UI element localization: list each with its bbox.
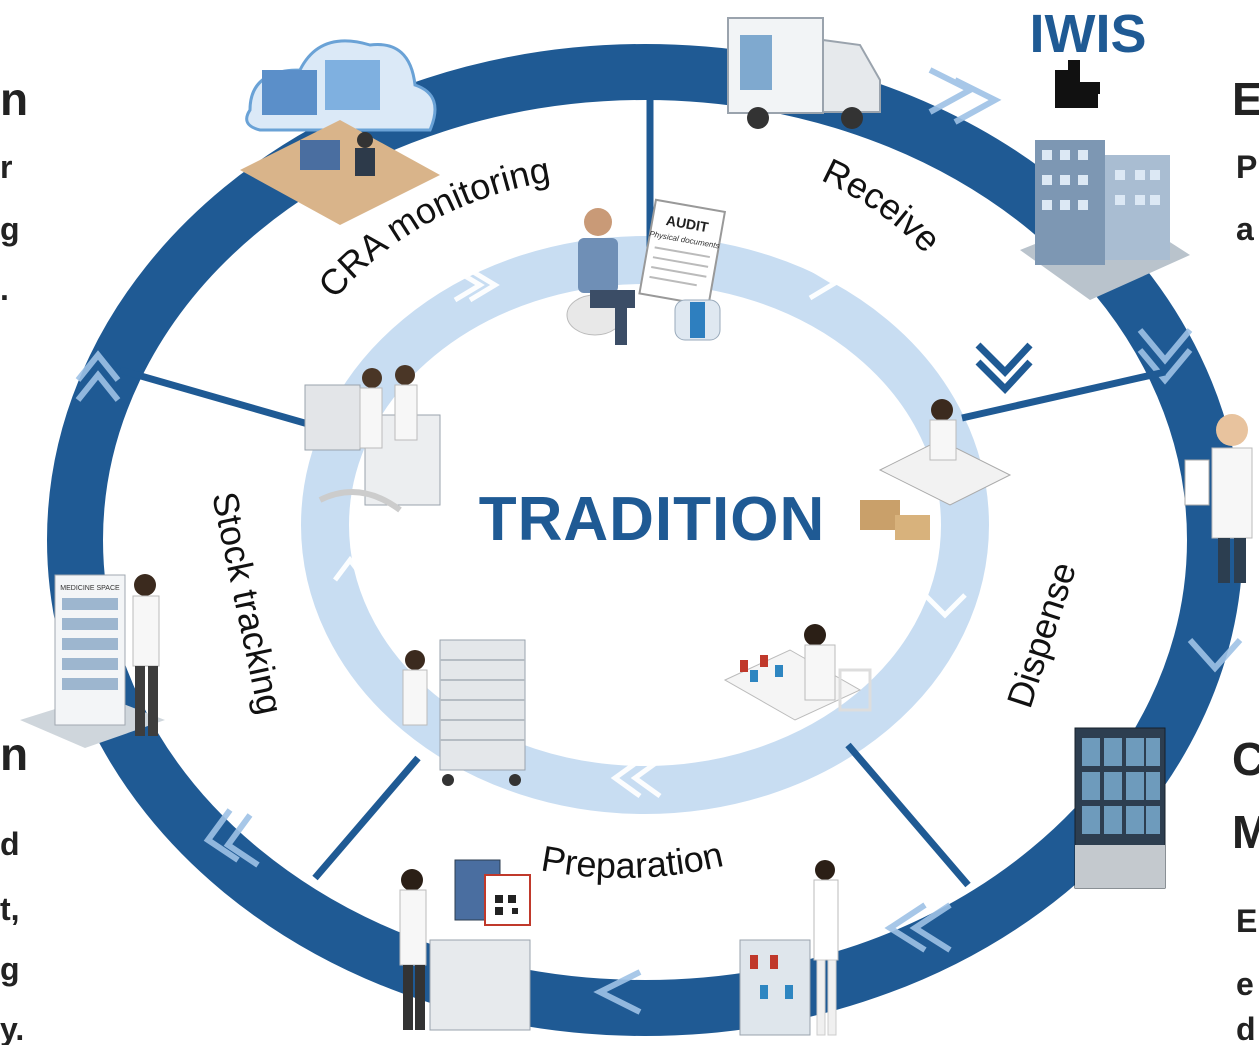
right-fragment: C (1232, 733, 1259, 785)
step-label-dispense: Dispense (999, 557, 1084, 712)
hospital-building-illustration (1020, 140, 1190, 300)
step-label-receive: Receive (817, 150, 950, 260)
left-fragment: . (0, 271, 9, 307)
outer-ring (47, 44, 1243, 1036)
right-fragment: a (1236, 211, 1254, 247)
center-title: TRADITION (479, 485, 826, 554)
cabinet-sign: MEDICINE SPACE (60, 585, 120, 592)
right-fragment: M (1232, 806, 1259, 858)
left-fragment: n (0, 728, 28, 780)
pharmacist-table-illustration (723, 624, 872, 721)
left-fragment: r (0, 149, 12, 185)
left-fragment: y. (0, 1011, 24, 1045)
right-fragment: e (1236, 966, 1254, 1002)
left-fragment: t, (0, 891, 20, 927)
printer-station-illustration (304, 365, 441, 513)
left-fragment: n (0, 73, 28, 125)
left-fragment: d (0, 826, 20, 862)
step-label-stock-tracking: Stock tracking (204, 488, 291, 718)
lab-workbench-illustration (860, 399, 1012, 540)
cloud-monitoring-illustration (240, 39, 440, 225)
delivery-truck-illustration (727, 17, 881, 129)
right-fragment: d (1236, 1011, 1256, 1045)
doctor-standing-illustration (1184, 414, 1253, 583)
right-text-fragments: E P a C M E e d (1232, 73, 1259, 1045)
storage-cabinet-illustration (1074, 727, 1166, 889)
left-fragment: g (0, 211, 20, 247)
right-fragment: P (1236, 149, 1257, 185)
step-label-preparation: Preparation (539, 833, 727, 886)
auditor-illustration: AUDIT Physical documents (566, 198, 727, 345)
inner-chevrons (333, 265, 967, 799)
chevron-arrow-icon (975, 342, 1033, 395)
nurse-trolley-illustration (739, 860, 839, 1036)
brand-logo-text: IWIS (1030, 4, 1147, 64)
right-fragment: E (1236, 903, 1257, 939)
outer-chevrons (75, 67, 1243, 1015)
right-fragment: E (1232, 73, 1259, 125)
medicine-cabinet-illustration: MEDICINE SPACE (20, 574, 165, 748)
left-fragment: g (0, 951, 20, 987)
brand-logo-mark-icon (1055, 60, 1100, 108)
audit-doc-title: AUDIT (665, 212, 710, 235)
spokes (119, 78, 1166, 888)
scanning-kiosk-illustration (399, 859, 531, 1031)
left-text-fragments: n r g . n d t, g y. (0, 73, 28, 1045)
drug-cart-illustration (402, 639, 526, 786)
